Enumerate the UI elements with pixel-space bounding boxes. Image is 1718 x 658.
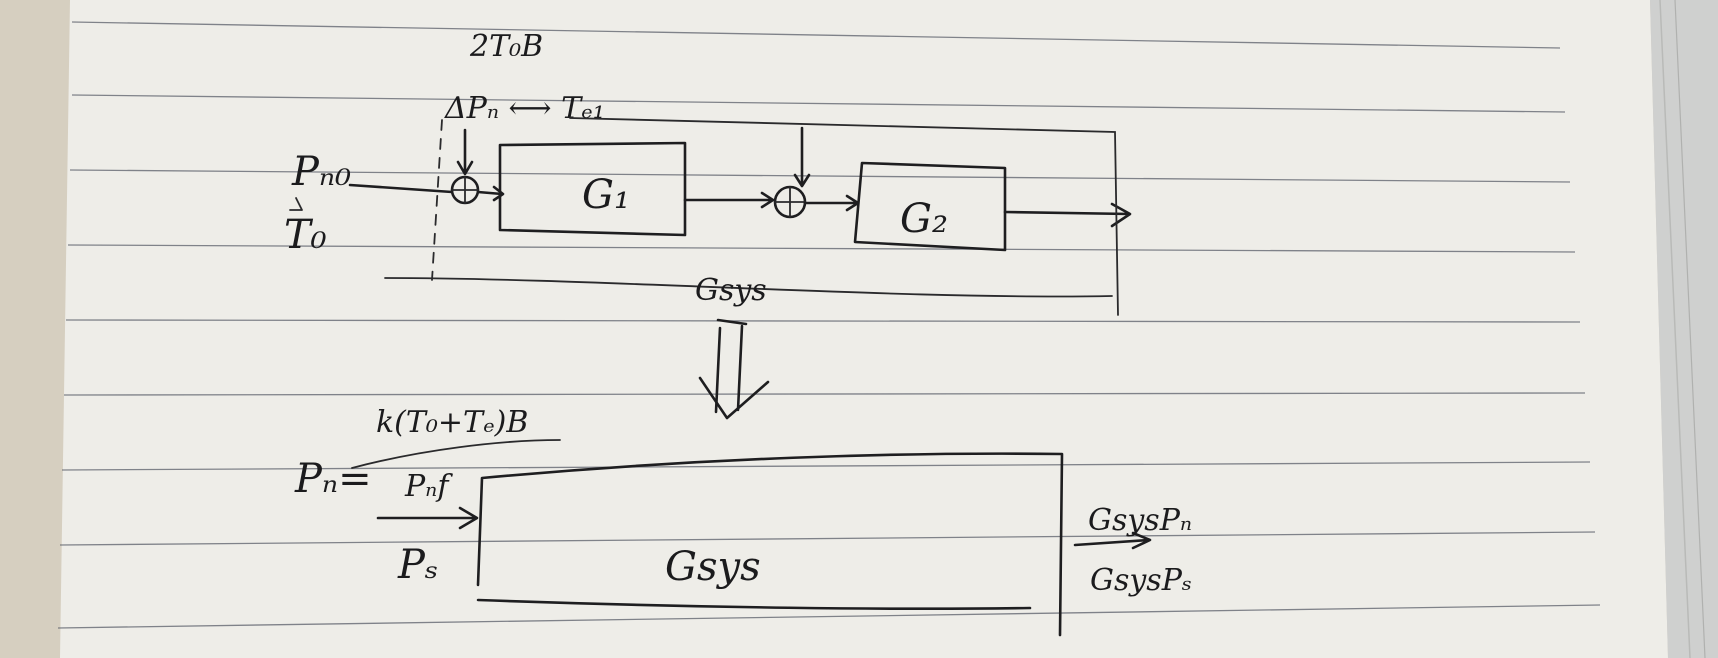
- arrow-g1-to-junction: [683, 191, 775, 209]
- disturbance-label: 2T₀B: [469, 29, 543, 64]
- sys-label: Gsys: [695, 273, 767, 308]
- junction2-input-arrow: [793, 126, 811, 188]
- pnf-label: Pₙf: [404, 469, 453, 504]
- block-g2: [853, 161, 1007, 252]
- bottom-input-arrow: [376, 506, 479, 530]
- top-diagram: 2T₀B ΔPₙ ⟷ Tₑ₁ Pₙ₀ T₀ G₁: [284, 29, 1132, 316]
- output-arrow: [1003, 202, 1132, 228]
- input-bottom-label: T₀: [284, 212, 327, 258]
- ruled-lines: [57, 21, 1601, 629]
- pn-prefix: Pₙ=: [294, 456, 372, 502]
- system-boundary-bottom: [384, 277, 1113, 298]
- summing-junction-2: [773, 185, 807, 219]
- out-top-label: GsysPₙ: [1088, 503, 1192, 538]
- input-top-label: Pₙ₀: [291, 149, 351, 195]
- block-g1: [498, 141, 687, 237]
- delta-label: ΔPₙ ⟷ Tₑ₁: [444, 91, 605, 126]
- input-line: [348, 183, 454, 194]
- gsys-block-label: Gsys: [665, 544, 761, 590]
- ps-label: Pₛ: [397, 542, 438, 588]
- arrow-to-g1: [476, 185, 505, 202]
- dashed-boundary: [431, 119, 443, 281]
- equivalence-arrow: [698, 318, 770, 420]
- summing-junction-1: [450, 175, 480, 205]
- input-tick: [289, 197, 303, 211]
- expr-underline: [351, 439, 561, 469]
- out-bottom-label: GsysPₛ: [1090, 563, 1192, 598]
- top-expression: k(T₀+Tₑ)B: [376, 405, 528, 440]
- gsys-block: [476, 452, 1064, 637]
- block-g1-label: G₁: [582, 172, 630, 218]
- bottom-diagram: k(T₀+Tₑ)B Pₙ= Pₙf Pₛ Gsys GsysPₙ GsysPₛ: [294, 405, 1192, 637]
- block-g2-label: G₂: [900, 196, 948, 242]
- system-boundary-top-right: [569, 117, 1119, 316]
- bottom-output-arrow: [1073, 531, 1152, 550]
- page-edge-line: [1674, 0, 1706, 658]
- notebook-page: [60, 0, 1668, 658]
- page-edge-line: [1659, 0, 1691, 658]
- disturbance-arrow: [456, 128, 474, 176]
